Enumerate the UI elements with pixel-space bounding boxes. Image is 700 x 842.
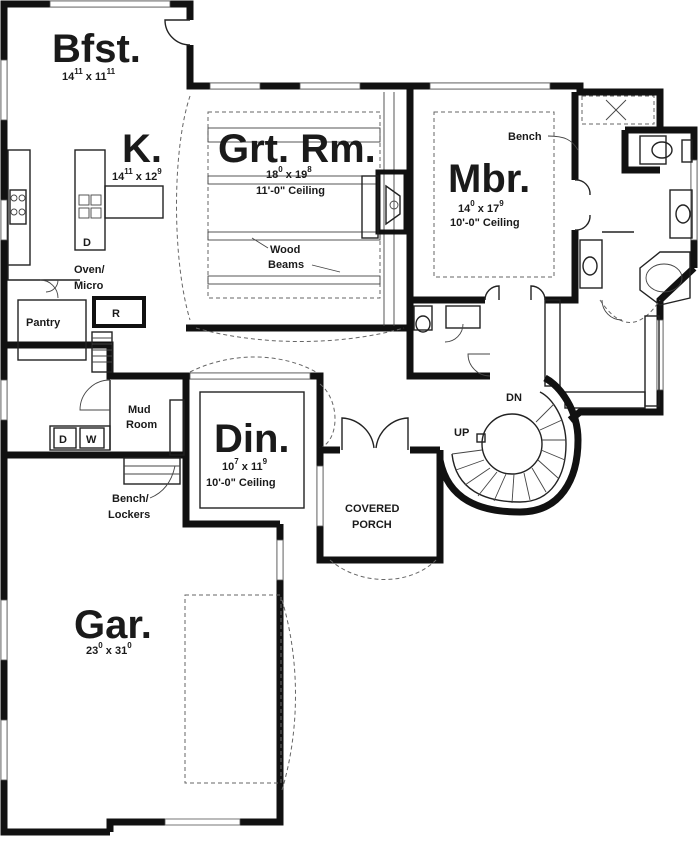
wood-beams-label-2: Beams	[268, 259, 304, 271]
windows	[0, 0, 698, 826]
master-bath	[544, 130, 693, 409]
bench-lockers-label-2: Lockers	[108, 509, 150, 521]
garage-label: Gar.	[74, 603, 152, 647]
pantry: Pantry R	[17, 296, 146, 373]
great-room-label: Grt. Rm.	[218, 127, 376, 171]
bfst-label: Bfst.	[52, 27, 141, 71]
garage: Gar. 230 x 310	[74, 594, 296, 791]
master-bedroom: Mbr. 140 x 179 10'-0" Ceiling Bench	[410, 92, 655, 304]
mud-label-2: Room	[126, 419, 157, 431]
mud-label-1: Mud	[128, 404, 151, 416]
stair-up-label: UP	[454, 427, 469, 439]
great-room: Grt. Rm. 180 x 198 11'-0" Ceiling Wood B…	[176, 92, 409, 342]
oven-micro-label-1: Oven/	[74, 264, 105, 276]
porch-label-2: PORCH	[352, 519, 392, 531]
mud-room: D W Mud Room Bench/ Lockers	[49, 379, 185, 521]
dining-label: Din.	[214, 417, 290, 461]
refrigerator-label: R	[112, 308, 120, 320]
porch-label-1: COVERED	[345, 503, 399, 515]
garage-dims: 230 x 310	[86, 641, 132, 657]
bfst-dims: 1411 x 1111	[62, 67, 116, 83]
dining-dims: 107 x 119	[222, 457, 268, 473]
pantry-label: Pantry	[26, 317, 61, 329]
kitchen-dims: 1411 x 129	[112, 167, 162, 183]
dishwasher-label: D	[83, 237, 91, 249]
kitchen: D K. 1411 x 129 Oven/ Micro	[7, 127, 164, 299]
wood-beams-label-1: Wood	[270, 244, 300, 256]
covered-porch: COVERED PORCH	[320, 417, 440, 580]
powder-room	[406, 300, 491, 380]
kitchen-label: K.	[122, 127, 162, 171]
dryer-label: D	[59, 434, 67, 446]
spiral-stair: UP DN	[436, 374, 582, 516]
great-room-ceiling: 11'-0" Ceiling	[256, 185, 325, 197]
dining-ceiling: 10'-0" Ceiling	[206, 477, 276, 489]
bench-lockers-label-1: Bench/	[112, 493, 149, 505]
master-label: Mbr.	[448, 157, 530, 201]
breakfast-room: Bfst. 1411 x 1111	[52, 19, 191, 83]
bench-label: Bench	[508, 131, 542, 143]
master-dims: 140 x 179	[458, 199, 504, 215]
stair-down-label: DN	[506, 392, 522, 404]
washer-label: W	[86, 434, 97, 446]
great-room-dims: 180 x 198	[266, 165, 312, 181]
service-stair	[91, 331, 113, 373]
master-ceiling: 10'-0" Ceiling	[450, 217, 520, 229]
dining-room: Din. 107 x 119 10'-0" Ceiling	[189, 356, 336, 509]
oven-micro-label-2: Micro	[74, 280, 104, 292]
